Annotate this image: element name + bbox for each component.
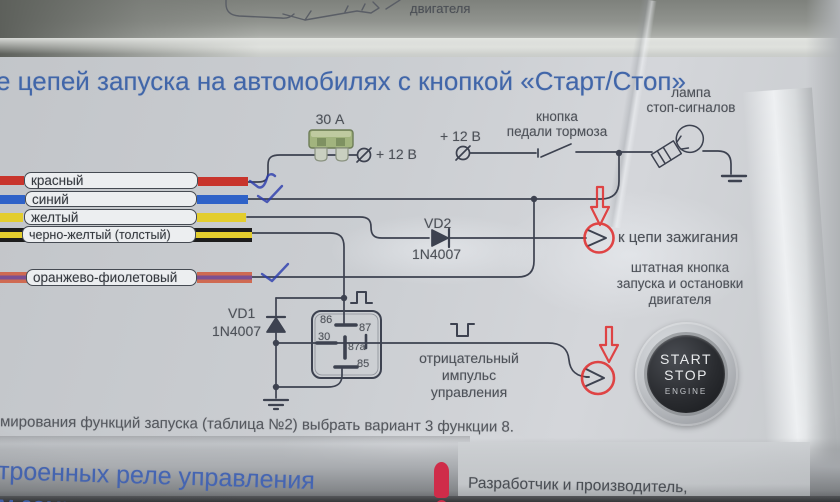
ignition-arrow-icon	[587, 229, 607, 247]
relay-pin-bars	[315, 323, 368, 369]
oem-start-button-label: штатная кнопка запуска и остановки двига…	[616, 260, 744, 307]
brake-switch-icon	[537, 143, 572, 158]
horizontal-fold-highlight	[0, 38, 840, 54]
relay-pin-86: 86	[320, 314, 333, 326]
negative-pulse-icon	[450, 323, 475, 337]
red-circle-ignition	[583, 222, 615, 254]
start-arrow-icon	[585, 368, 605, 387]
right-background	[806, 0, 840, 502]
top-fragment-label: двигателя	[410, 1, 471, 16]
wire-label-blue: синий	[25, 191, 197, 207]
red-arrow-down-icon-2	[598, 325, 620, 364]
wire-color-bands	[0, 176, 252, 283]
stop-label: STOP	[664, 367, 708, 383]
engine-label: ENGINE	[664, 386, 708, 396]
fuse-30a-icon	[308, 129, 354, 162]
yellow-wire-line	[246, 216, 587, 239]
wire-label-yellow: желтый	[24, 209, 197, 225]
blue-wire-line	[246, 155, 620, 200]
junction-dots	[272, 149, 623, 391]
relay-pin-87: 87	[359, 322, 372, 334]
red-wire-line	[246, 154, 358, 183]
relay-pin-87a: 87а	[348, 341, 366, 353]
diode-vd2-icon	[431, 227, 451, 249]
plus12-connector-icon	[356, 147, 372, 163]
vd1-part: 1N4007	[212, 323, 262, 339]
relay-pin-30: 30	[318, 331, 331, 343]
plus12-label-brake: + 12 В	[440, 128, 481, 144]
ground-icon-vd1	[262, 398, 290, 411]
positive-pulse-icon	[350, 291, 373, 304]
pin85-ground-line	[275, 368, 343, 388]
relay-outline	[311, 310, 382, 379]
stop-lamp-bulb-icon	[650, 124, 705, 169]
plus12-label-fuse: + 12 В	[376, 146, 417, 162]
wire-label-black-yellow: черно-желтый (толстый)	[22, 226, 196, 243]
relay-pin-85: 85	[357, 358, 370, 370]
glare-spot	[330, 215, 550, 285]
red-circle-start-button	[580, 360, 616, 396]
fuse-label: 30 А	[315, 111, 345, 127]
start-label: START	[659, 351, 713, 367]
red-arrow-down-icon	[589, 185, 611, 227]
developer-panel	[458, 442, 810, 502]
ground-icon-lamp	[720, 174, 748, 183]
orange-wire-line	[246, 200, 535, 278]
black-yellow-wire-line	[249, 232, 345, 324]
plus12-connector-icon-2	[455, 145, 471, 161]
start-stop-engine-button: START STOP ENGINE	[635, 322, 738, 426]
diode-vd1-icon	[265, 315, 287, 333]
page-title: е цепей запуска на автомобилях с кнопкой…	[0, 66, 686, 96]
negative-impulse-label: отрицательный импульс управления	[419, 350, 519, 400]
photo-bottom-shadow	[0, 496, 840, 502]
vd2-name: VD2	[424, 215, 452, 231]
ignition-circuit-label: к цепи зажигания	[618, 229, 739, 246]
red-marker-annotations	[580, 185, 620, 396]
stop-lamp-label: лампа стоп-сигналов	[646, 85, 736, 115]
exclamation-icon	[434, 462, 449, 502]
key-fob-illustration	[225, 0, 401, 21]
pen-checkmarks	[248, 173, 290, 283]
wire-label-red: красный	[24, 172, 198, 189]
wire-label-orange-violet: оранжево-фиолетовый	[26, 269, 197, 286]
vd1-name: VD1	[228, 305, 256, 321]
brake-pedal-button-label: кнопка педали тормоза	[506, 109, 608, 139]
start-stop-button-face: START STOP ENGINE	[647, 335, 725, 413]
vd2-part: 1N4007	[412, 246, 462, 262]
